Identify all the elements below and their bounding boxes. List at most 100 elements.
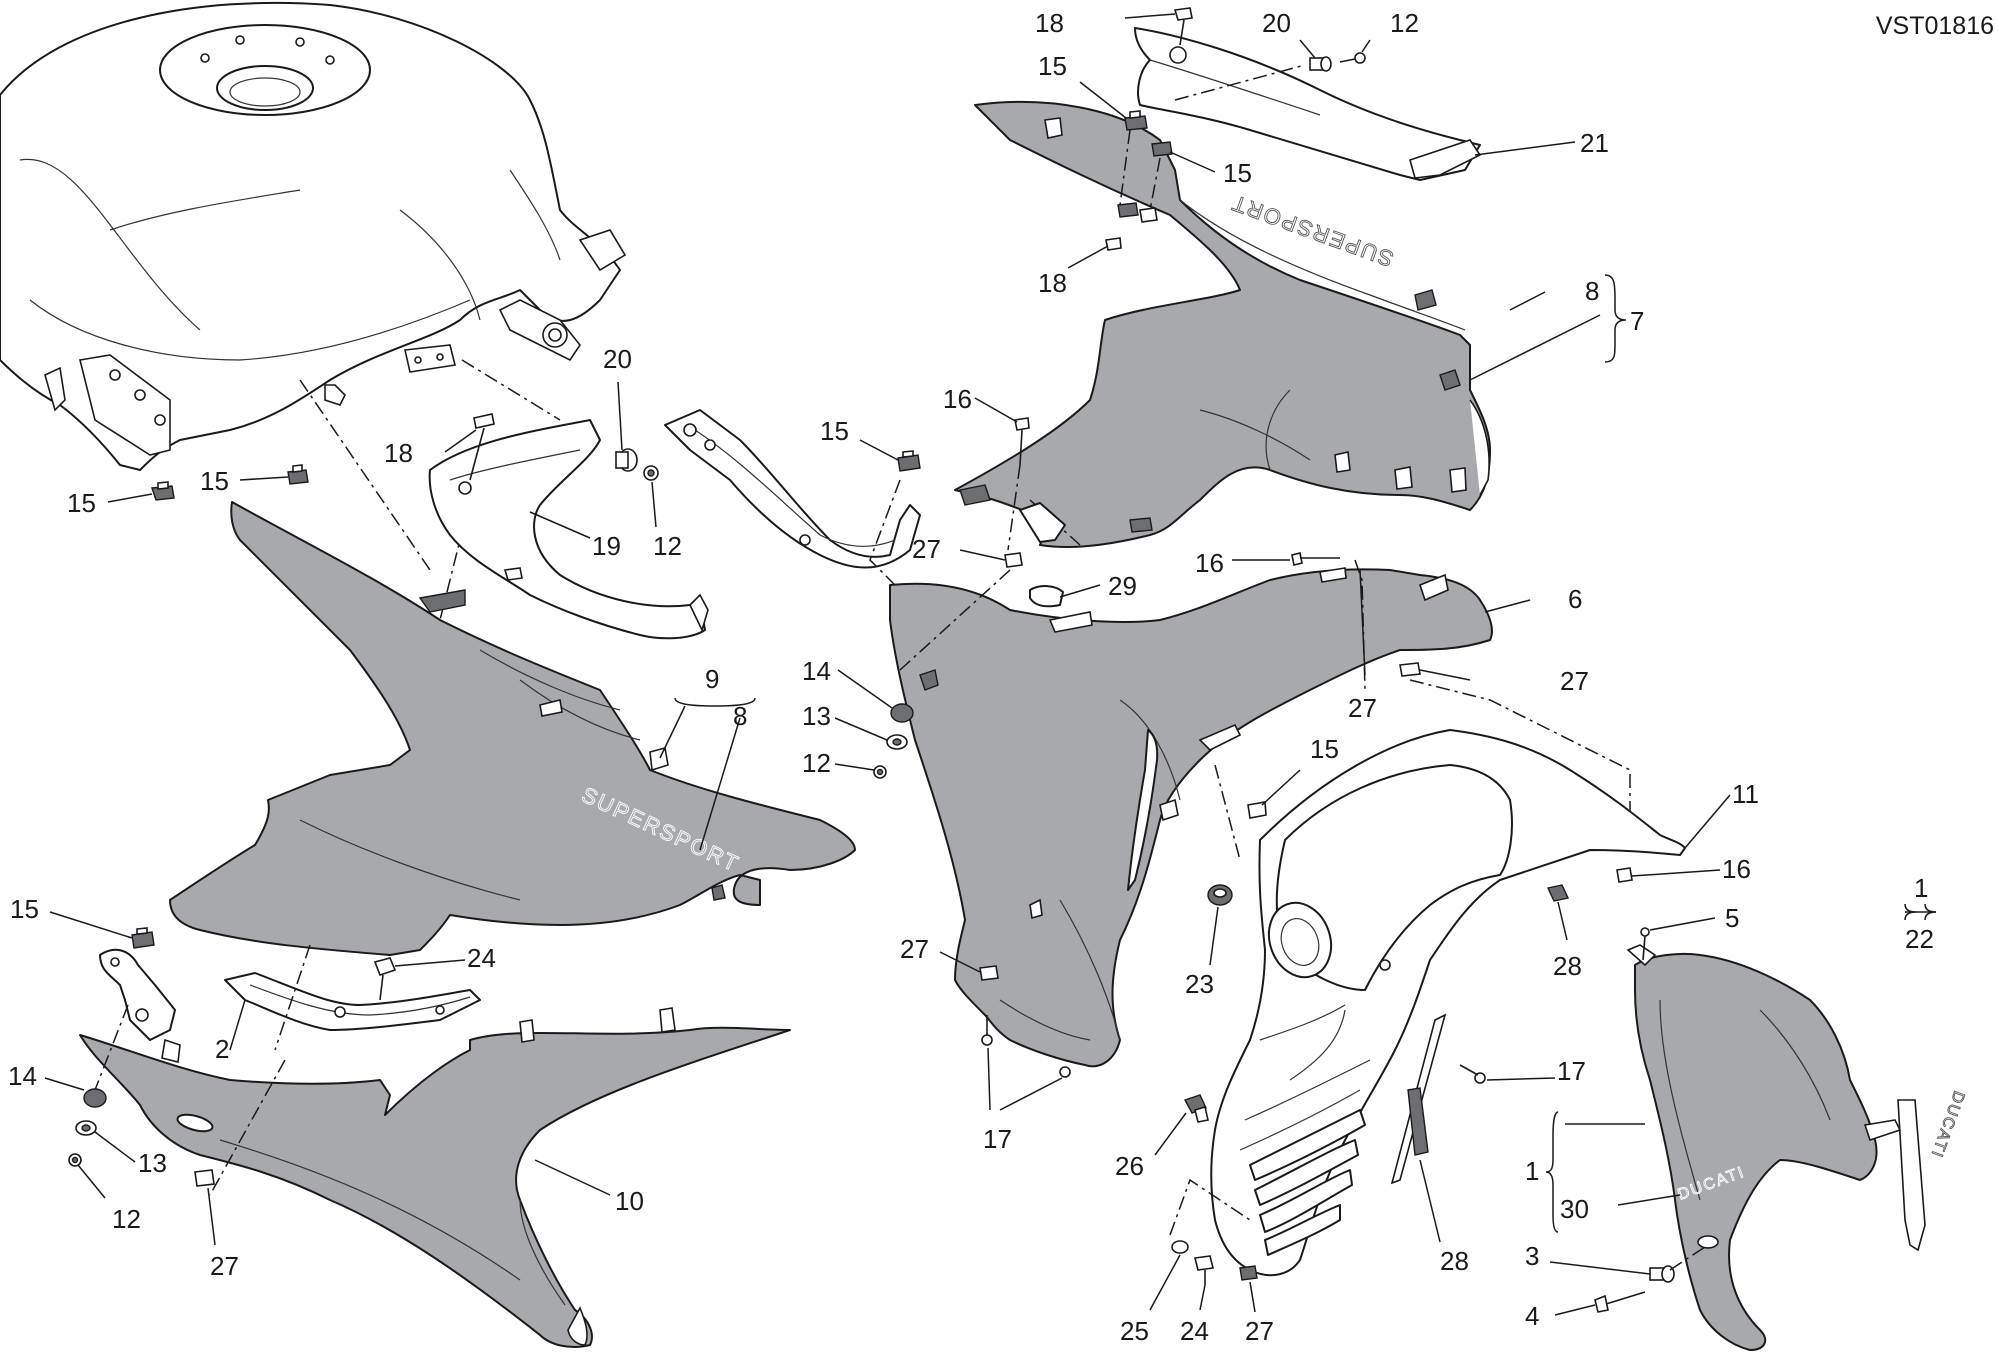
callout-1: 1: [1525, 1156, 1539, 1186]
grommet-23: [1207, 884, 1233, 906]
callout-15: 15: [1038, 51, 1067, 81]
nut-26: [1183, 1094, 1209, 1123]
callout-24: 24: [1180, 1316, 1209, 1346]
callout-15: 15: [1223, 158, 1252, 188]
callout-27: 27: [1245, 1316, 1274, 1346]
callout-3: 3: [1525, 1241, 1539, 1271]
callout-12: 12: [112, 1204, 141, 1234]
screw-16-upper: [1014, 417, 1030, 466]
washer-13-center: [886, 734, 908, 750]
screw-12-center: [643, 465, 659, 481]
callout-13: 13: [802, 701, 831, 731]
callout-12: 12: [653, 531, 682, 561]
fairing-bracket-21: [1134, 27, 1482, 181]
callout-20: 20: [1262, 8, 1291, 38]
callout-19: 19: [592, 531, 621, 561]
callout-27: 27: [1560, 666, 1589, 696]
clip-nut-15-center: [897, 450, 921, 472]
callout-5: 5: [1725, 903, 1739, 933]
callout-27: 27: [1348, 693, 1377, 723]
callout-28: 28: [1440, 1246, 1469, 1276]
clip-27-mid: [1399, 662, 1421, 677]
washer-13-left: [75, 1120, 97, 1136]
screw-17-c: [1459, 1064, 1486, 1084]
callout-12: 12: [1390, 8, 1419, 38]
mount-bracket-lower-left: [99, 948, 176, 1041]
screw-12-left: [68, 1153, 82, 1167]
callout-30: 30: [1560, 1194, 1589, 1224]
screw-5: [1640, 927, 1650, 961]
callout-27: 27: [900, 934, 929, 964]
clip-nut-15-left-a: [151, 481, 175, 501]
center-side-fairing-6: [889, 567, 1493, 1068]
callout-16: 16: [1195, 548, 1224, 578]
screw-16-lower: [1616, 867, 1633, 883]
screw-17-a: [981, 1015, 993, 1046]
clip-27-left: [194, 1169, 215, 1187]
spacer-20-top: [1309, 56, 1332, 72]
callout-15: 15: [200, 466, 229, 496]
callout-26: 26: [1115, 1151, 1144, 1181]
callout-15: 15: [10, 894, 39, 924]
callout-17: 17: [1557, 1056, 1586, 1086]
left-side-fairing-9: SUPERSPORT: [169, 501, 856, 956]
callout-29: 29: [1108, 571, 1137, 601]
screw-12-top: [1339, 52, 1366, 64]
callout-4: 4: [1525, 1301, 1539, 1331]
callout-20: 20: [603, 344, 632, 374]
clip-nut-15-top-a: [1124, 110, 1148, 131]
inner-bracket-2: [224, 972, 481, 1031]
callout-18: 18: [384, 438, 413, 468]
callout-25: 25: [1120, 1316, 1149, 1346]
callout-27: 27: [912, 534, 941, 564]
fairing-bracket-center: [664, 409, 921, 569]
callout-27: 27: [210, 1251, 239, 1281]
screw-12-center-b: [873, 765, 887, 779]
inner-cover-19: [428, 419, 709, 640]
callout-15: 15: [820, 416, 849, 446]
callout-14: 14: [802, 656, 831, 686]
callout-2: 2: [215, 1034, 229, 1064]
clip-nut-15-lower-left: [131, 927, 155, 949]
inner-panel-11: [1210, 729, 1686, 1277]
front-mudguard: DUCATI: [1626, 944, 1926, 1351]
clip-27-lower-right: [1239, 1265, 1258, 1281]
kit-decal: DUCATI: [1927, 1089, 1967, 1161]
screw-24-left: [373, 957, 397, 1001]
screw-18-center: [469, 413, 495, 481]
callout-18: 18: [1035, 8, 1064, 38]
callout-11: 11: [1732, 779, 1759, 809]
callout-15: 15: [1310, 734, 1339, 764]
clip-25: [1171, 1240, 1189, 1254]
screw-24-lower: [1194, 1255, 1214, 1285]
callout-28: 28: [1553, 951, 1582, 981]
callout-14: 14: [8, 1061, 37, 1091]
clip-27-lower-center: [979, 965, 999, 981]
rubber-strip-28-a: [1546, 884, 1570, 902]
callout-13: 13: [138, 1148, 167, 1178]
callout-12: 12: [802, 748, 831, 778]
callout-16: 16: [943, 384, 972, 414]
callout-22: 22: [1905, 924, 1934, 954]
clip-nut-15-left-b: [287, 464, 309, 485]
grommet-14-left: [83, 1088, 107, 1108]
callout-1: 1: [1914, 873, 1928, 903]
screw-18-upper-fairing: [1105, 237, 1122, 251]
upper-fairing-7: [954, 100, 1491, 548]
callout-8: 8: [733, 701, 747, 731]
callout-23: 23: [1185, 969, 1214, 999]
spacer-3: [1649, 1265, 1675, 1283]
grommet-14-center: [890, 703, 914, 723]
screw-17-b: [1059, 1066, 1071, 1078]
screw-16-mid: [1291, 552, 1340, 566]
callout-16: 16: [1722, 854, 1751, 884]
clip-nut-15-top-b: [1151, 141, 1173, 157]
callout-17: 17: [983, 1124, 1012, 1154]
clip-nut-15-top-c: [1117, 202, 1158, 223]
callout-24: 24: [467, 943, 496, 973]
lower-left-fairing-10: [79, 1007, 791, 1348]
callout-9: 9: [705, 664, 719, 694]
callout-6: 6: [1568, 584, 1582, 614]
callout-10: 10: [615, 1186, 644, 1216]
